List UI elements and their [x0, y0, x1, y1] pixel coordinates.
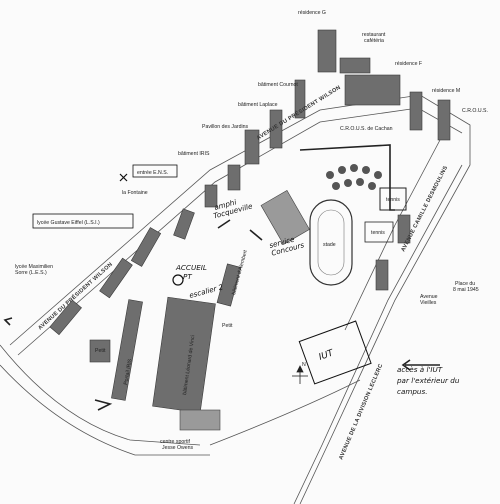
building-leonard-de-vinci	[152, 296, 216, 414]
lycee-eiffel-box	[32, 213, 134, 229]
building-iris	[227, 164, 241, 191]
inner-road	[209, 379, 361, 446]
label-stade: stade	[323, 242, 336, 248]
tennis-court-1	[379, 187, 407, 211]
building-amphi	[260, 190, 310, 245]
label-crous: C.R.O.U.S.	[462, 108, 488, 114]
label-avenue-wilson-left: AVENUE DU PRÉSIDENT WILSON	[36, 260, 114, 331]
label-cournot: bâtiment Cournot	[258, 82, 298, 88]
label-avenue-desmoulins: AVENUE CAMILLE DESMOULINS	[400, 165, 449, 253]
label-petit: Petit	[95, 348, 106, 354]
label-fontaine: la Fontaine	[122, 190, 148, 196]
label-tennis-1: tennis	[386, 197, 400, 203]
building-lycee-eiffel	[130, 227, 162, 267]
circle-marker-icon	[172, 274, 184, 286]
campus-boundary	[9, 94, 471, 504]
building-laplace	[269, 109, 283, 149]
building-portail	[111, 299, 143, 401]
building-residence-g	[317, 29, 337, 73]
building-lycee-eiffel2	[99, 257, 133, 299]
label-residence-g: résidence G	[298, 10, 326, 16]
entree-ens-box	[132, 164, 178, 178]
building-residence-f	[344, 74, 401, 106]
tennis-court-2	[364, 221, 394, 243]
bottom-road-2	[0, 364, 210, 456]
label-iris: bâtiment IRIS	[178, 151, 210, 157]
building-residence-f2	[409, 91, 423, 131]
avenue-leclerc-line	[293, 164, 463, 504]
iut-area	[298, 320, 372, 385]
bottom-arrow-icon	[94, 399, 113, 411]
building-pavillon	[244, 129, 260, 165]
north-arrow-icon	[292, 365, 308, 384]
label-lycee-eiffel: lycée Gustave Eiffel (L.S.I.)	[37, 220, 100, 226]
cross-marker-icon	[119, 173, 128, 182]
avenue-wilson-line	[17, 107, 463, 356]
building-fontaine	[173, 208, 195, 240]
building-jesse-owens	[179, 409, 221, 431]
left-arrow-icon	[3, 317, 13, 326]
label-entree-ens: entrée E.N.S.	[137, 170, 168, 176]
service-arrow-icon	[249, 229, 263, 241]
building-cournot	[294, 79, 306, 119]
building-restaurant	[339, 57, 371, 74]
label-petit-road: Petit	[222, 323, 233, 329]
building-maximilien	[49, 299, 82, 336]
bottom-road	[0, 344, 201, 446]
label-service-concours: serviceConcours	[268, 232, 305, 257]
building-place	[375, 259, 389, 291]
building-iris2	[204, 184, 218, 208]
label-iut: IUT	[318, 348, 337, 363]
label-crous-cachan: C.R.O.U.S. de Cachan	[340, 126, 393, 132]
building-residence-m	[437, 99, 451, 141]
crous-garden	[326, 164, 382, 190]
label-laplace: bâtiment Laplace	[238, 102, 278, 108]
stade-track	[309, 199, 353, 286]
building-tennis-side	[397, 214, 411, 244]
label-residence-f: résidence F	[395, 61, 422, 67]
building-petit	[89, 339, 111, 363]
label-residence-m: résidence M	[432, 88, 460, 94]
north-label: N	[302, 362, 306, 368]
iut-arrow-icon	[401, 359, 440, 371]
amphi-arrow-icon	[217, 219, 231, 229]
label-avenue-leclerc: AVENUE DE LA DIVISION LECLERC	[338, 363, 384, 461]
avenue-desmoulins-line	[344, 139, 441, 331]
building-dalembert	[216, 263, 242, 307]
label-portail: Portail IRIS	[123, 358, 134, 385]
stade-inner	[317, 209, 345, 276]
label-tennis-2: tennis	[371, 230, 385, 236]
label-pavillon: Pavillon des Jardins	[202, 124, 249, 130]
